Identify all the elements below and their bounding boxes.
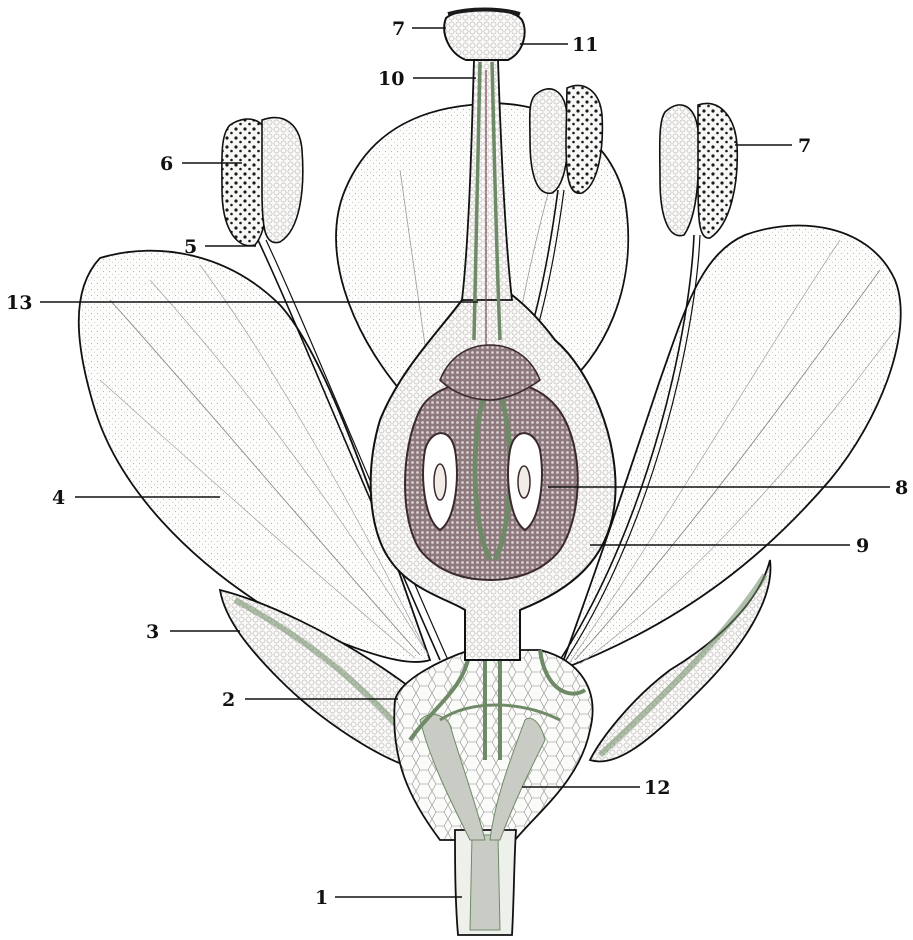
label-6: 6 [160,153,173,175]
label-5: 5 [184,236,197,258]
label-7-top: 7 [392,18,405,40]
label-4: 4 [52,487,65,509]
label-11: 11 [572,34,598,56]
label-2: 2 [222,689,235,711]
label-8: 8 [895,477,908,499]
anther-left [222,118,303,246]
anther-right [660,103,738,238]
receptacle [394,650,592,840]
label-9: 9 [856,535,869,557]
label-7-right: 7 [798,135,811,157]
stigma [444,9,524,60]
pedicel [455,830,516,935]
label-1: 1 [315,887,328,909]
label-12: 12 [644,777,670,799]
label-10: 10 [378,68,404,90]
label-3: 3 [146,621,159,643]
label-13: 13 [6,292,32,314]
